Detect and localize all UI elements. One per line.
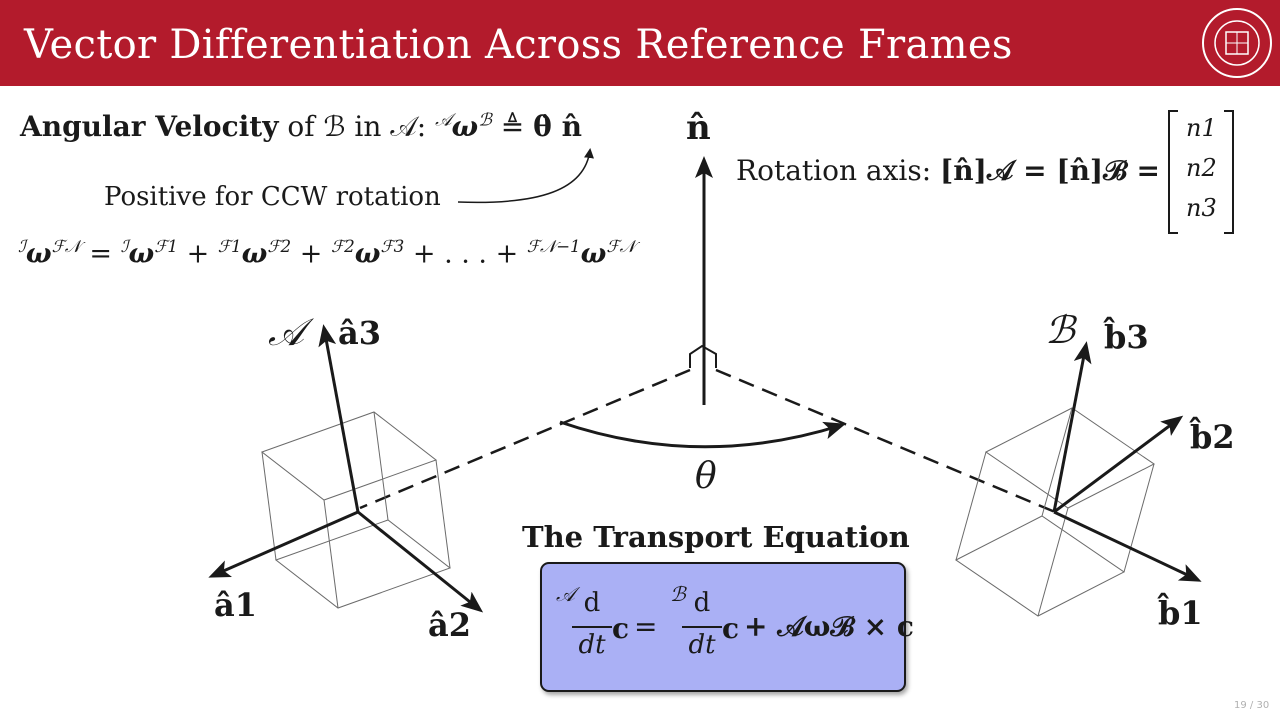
frame-b-label: ℬ xyxy=(1045,308,1075,352)
matrix-n3: n3 xyxy=(1186,194,1217,222)
angular-velocity-addition-rule: ℐωℱ𝒩 = ℐωℱ1 + ℱ1ωℱ2 + ℱ2ωℱ3 + . . . + ℱ𝒩… xyxy=(18,236,636,270)
theta-dot-n: θ̇ n̂ xyxy=(533,110,582,143)
b2-label: b̂2 xyxy=(1190,418,1235,456)
theta-label: θ xyxy=(695,456,717,497)
note-arrow xyxy=(457,148,594,204)
ccw-note: Positive for CCW rotation xyxy=(104,182,441,212)
a1-label: â1 xyxy=(214,586,257,624)
dashed-line-b xyxy=(715,368,1056,514)
b1-label: b̂1 xyxy=(1158,594,1203,632)
cube-a xyxy=(260,411,452,609)
cube-b xyxy=(955,407,1155,617)
transport-equation-box: 𝒜 d dt c = ℬ d dt c + 𝒜ωℬ × c xyxy=(540,562,914,692)
theta-arc xyxy=(559,420,846,449)
slide-title: Vector Differentiation Across Reference … xyxy=(24,22,1013,68)
transport-equation-title: The Transport Equation xyxy=(522,520,910,554)
matrix-n2: n2 xyxy=(1186,154,1217,182)
omega-cross-term: + 𝒜ωℬ × c xyxy=(744,610,914,643)
angular-velocity-definition: Angular Velocity of ℬ in 𝒜: 𝒜ωℬ ≜ θ̇ n̂ xyxy=(20,110,582,143)
a2-label: â2 xyxy=(428,606,471,644)
dashed-line-a xyxy=(359,368,691,510)
angular-velocity-label: Angular Velocity xyxy=(20,110,279,143)
a3-label: â3 xyxy=(338,314,381,352)
right-angle-mark xyxy=(689,344,717,368)
rotation-axis-matrix: n1 n2 n3 xyxy=(1168,110,1234,234)
rotation-axis-expression: Rotation axis: [n̂]𝒜 = [n̂]ℬ = xyxy=(736,154,1160,187)
cornell-seal-icon xyxy=(1202,8,1272,78)
b3-label: b̂3 xyxy=(1104,318,1149,356)
axis-b3 xyxy=(1052,341,1092,513)
n-hat-label: n̂ xyxy=(686,108,711,148)
axis-a3 xyxy=(318,324,360,513)
defeq-symbol: ≜ xyxy=(500,110,525,143)
slide-header: Vector Differentiation Across Reference … xyxy=(0,0,1280,86)
matrix-n1: n1 xyxy=(1186,114,1217,142)
axis-b2 xyxy=(1053,415,1184,514)
axis-a1 xyxy=(208,510,359,578)
axis-a2 xyxy=(357,510,484,613)
angular-velocity-frames: of ℬ in 𝒜: xyxy=(278,110,436,143)
frame-a-label: 𝒜 xyxy=(268,310,304,354)
axis-b1 xyxy=(1053,510,1202,582)
page-number: 19 / 30 xyxy=(1234,700,1270,711)
